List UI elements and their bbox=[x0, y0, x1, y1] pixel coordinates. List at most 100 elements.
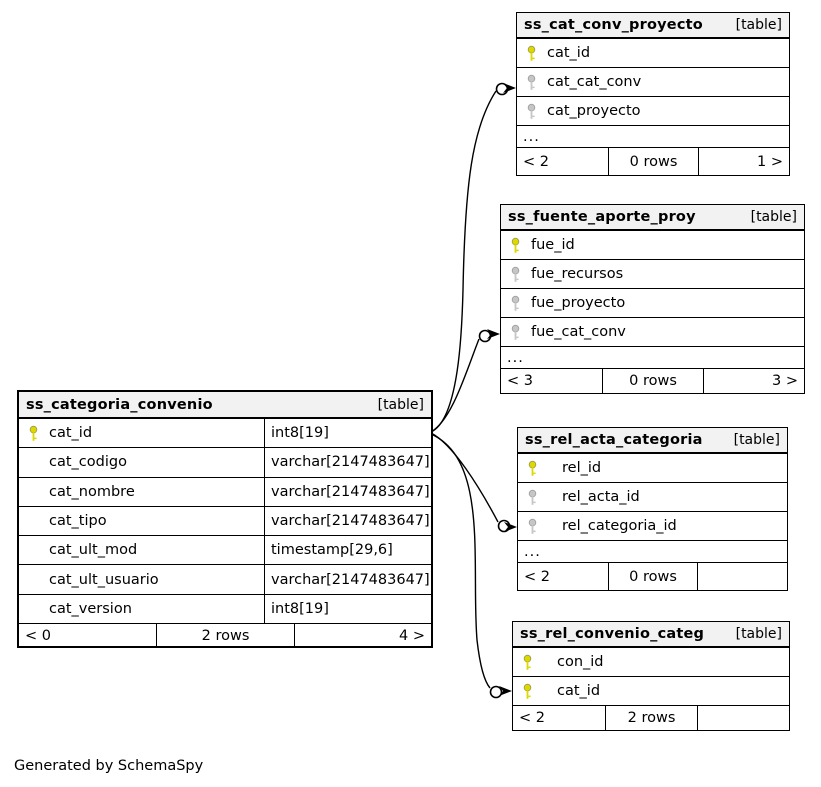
column-name: fue_proyecto bbox=[531, 295, 626, 311]
footer-parents-count: < 0 bbox=[25, 628, 51, 645]
edge-endpoints bbox=[478, 82, 517, 699]
foreign-key-icon bbox=[528, 489, 537, 505]
footer-children-count bbox=[697, 706, 789, 730]
zero-or-one-circle bbox=[489, 685, 503, 699]
table-node-ss-rel-acta-categoria[interactable]: ss_rel_acta_categoria [table] rel_id rel… bbox=[517, 427, 788, 591]
column-name: cat_ult_usuario bbox=[49, 571, 159, 588]
table-name[interactable]: ss_categoria_convenio bbox=[26, 396, 213, 413]
table-type-label: [table] bbox=[377, 396, 424, 413]
primary-key-icon bbox=[29, 425, 38, 441]
table-node-ss-categoria-convenio[interactable]: ss_categoria_convenio [table] cat_id int… bbox=[17, 390, 433, 649]
foreign-key-icon bbox=[511, 295, 520, 311]
column-row: cat_ult_mod timestamp[29,6] bbox=[19, 536, 431, 566]
footer-row-count: 2 rows bbox=[605, 706, 697, 730]
primary-key-icon bbox=[527, 45, 536, 61]
column-row: cat_id bbox=[517, 39, 789, 68]
column-name: cat_codigo bbox=[49, 454, 127, 471]
column-type: int8[19] bbox=[271, 425, 329, 442]
edge-to-ss_rel_convenio_categ bbox=[430, 433, 491, 689]
edge-to-ss_rel_acta_categoria bbox=[430, 432, 499, 523]
column-name: cat_tipo bbox=[49, 513, 107, 530]
column-name-cell: cat_ult_usuario bbox=[19, 565, 265, 594]
foreign-key-icon bbox=[527, 74, 536, 90]
primary-key-icon bbox=[523, 654, 532, 670]
column-name: fue_id bbox=[531, 237, 575, 253]
column-name: fue_cat_conv bbox=[531, 324, 626, 340]
column-name: cat_id bbox=[557, 683, 601, 699]
footer-row-count: 0 rows bbox=[607, 563, 698, 590]
footer-row-count: 2 rows bbox=[156, 624, 293, 649]
table-footer: < 2 0 rows 1 > bbox=[517, 148, 789, 175]
table-name[interactable]: ss_rel_convenio_categ bbox=[520, 626, 705, 642]
column-type: int8[19] bbox=[271, 600, 329, 617]
footer-row-count: 0 rows bbox=[607, 148, 699, 175]
column-row: rel_acta_id bbox=[518, 483, 787, 512]
column-name: fue_recursos bbox=[531, 266, 624, 282]
column-row: cat_nombre varchar[2147483647] bbox=[19, 477, 431, 507]
table-header: ss_rel_convenio_categ [table] bbox=[513, 622, 789, 648]
column-row: fue_cat_conv bbox=[501, 318, 804, 347]
column-row: cat_id bbox=[513, 677, 789, 706]
table-type-label: [table] bbox=[735, 626, 782, 642]
column-type: varchar[2147483647] bbox=[271, 513, 430, 530]
column-row: fue_proyecto bbox=[501, 289, 804, 318]
table-type-label: [table] bbox=[733, 432, 780, 448]
table-header: ss_cat_conv_proyecto [table] bbox=[517, 13, 789, 39]
footer-children-count bbox=[697, 563, 787, 590]
edge-to-ss_fuente_aporte_proy bbox=[430, 338, 480, 433]
generated-by-credit: Generated by SchemaSpy bbox=[14, 758, 204, 774]
column-name: rel_categoria_id bbox=[562, 518, 677, 534]
column-name: cat_ult_mod bbox=[49, 542, 138, 559]
table-footer: < 3 0 rows 3 > bbox=[501, 369, 804, 393]
footer-children-count: 1 > bbox=[698, 148, 789, 175]
column-row: cat_proyecto bbox=[517, 97, 789, 126]
table-footer: < 2 0 rows bbox=[518, 563, 787, 590]
table-name[interactable]: ss_cat_conv_proyecto bbox=[524, 17, 703, 33]
edge-to-ss_cat_conv_proyecto bbox=[430, 90, 497, 433]
table-header: ss_rel_acta_categoria [table] bbox=[518, 428, 787, 454]
foreign-key-icon bbox=[527, 103, 536, 119]
footer-parents-count: < 2 bbox=[523, 153, 549, 170]
foreign-key-icon bbox=[511, 324, 520, 340]
primary-key-icon bbox=[523, 683, 532, 699]
arrowhead bbox=[487, 329, 500, 339]
table-footer: < 0 2 rows 4 > bbox=[19, 624, 431, 649]
column-row: rel_id bbox=[518, 454, 787, 483]
column-name: cat_cat_conv bbox=[547, 74, 642, 90]
foreign-key-icon bbox=[528, 518, 537, 534]
column-type: varchar[2147483647] bbox=[271, 483, 430, 500]
column-name-cell: cat_tipo bbox=[19, 506, 265, 536]
table-node-ss-cat-conv-proyecto[interactable]: ss_cat_conv_proyecto [table] cat_id cat_… bbox=[516, 12, 790, 176]
primary-key-icon bbox=[528, 460, 537, 476]
column-name-cell: cat_id bbox=[19, 419, 265, 448]
column-type: varchar[2147483647] bbox=[271, 571, 430, 588]
arrowhead bbox=[504, 522, 517, 532]
footer-parents-count: < 2 bbox=[519, 710, 545, 726]
table-header: ss_categoria_convenio [table] bbox=[19, 392, 431, 419]
zero-or-one-circle bbox=[478, 329, 492, 343]
column-row: cat_version int8[19] bbox=[19, 594, 431, 625]
table-name[interactable]: ss_fuente_aporte_proy bbox=[508, 209, 696, 225]
table-header: ss_fuente_aporte_proy [table] bbox=[501, 205, 804, 231]
arrowhead bbox=[503, 83, 516, 93]
column-type: timestamp[29,6] bbox=[271, 542, 393, 559]
column-name: cat_proyecto bbox=[547, 103, 641, 119]
column-row: cat_id int8[19] bbox=[19, 419, 431, 449]
column-name-cell: cat_ult_mod bbox=[19, 536, 265, 565]
column-name-cell: cat_nombre bbox=[19, 477, 265, 506]
table-type-label: [table] bbox=[750, 209, 797, 225]
column-row: fue_id bbox=[501, 231, 804, 260]
truncated-columns-row: ... bbox=[518, 541, 787, 563]
table-name[interactable]: ss_rel_acta_categoria bbox=[525, 432, 703, 448]
table-node-ss-fuente-aporte-proy[interactable]: ss_fuente_aporte_proy [table] fue_id fue… bbox=[500, 204, 805, 394]
column-name: cat_version bbox=[49, 600, 132, 617]
column-name: cat_id bbox=[547, 45, 591, 61]
truncated-columns-row: ... bbox=[517, 126, 789, 148]
footer-children-count: 3 > bbox=[703, 369, 804, 393]
table-node-ss-rel-convenio-categ[interactable]: ss_rel_convenio_categ [table] con_id cat… bbox=[512, 621, 790, 731]
column-name: rel_acta_id bbox=[562, 489, 640, 505]
arrowhead bbox=[499, 686, 512, 696]
column-row: cat_tipo varchar[2147483647] bbox=[19, 506, 431, 537]
truncated-columns-row: ... bbox=[501, 347, 804, 369]
column-name-cell: cat_version bbox=[19, 594, 265, 624]
